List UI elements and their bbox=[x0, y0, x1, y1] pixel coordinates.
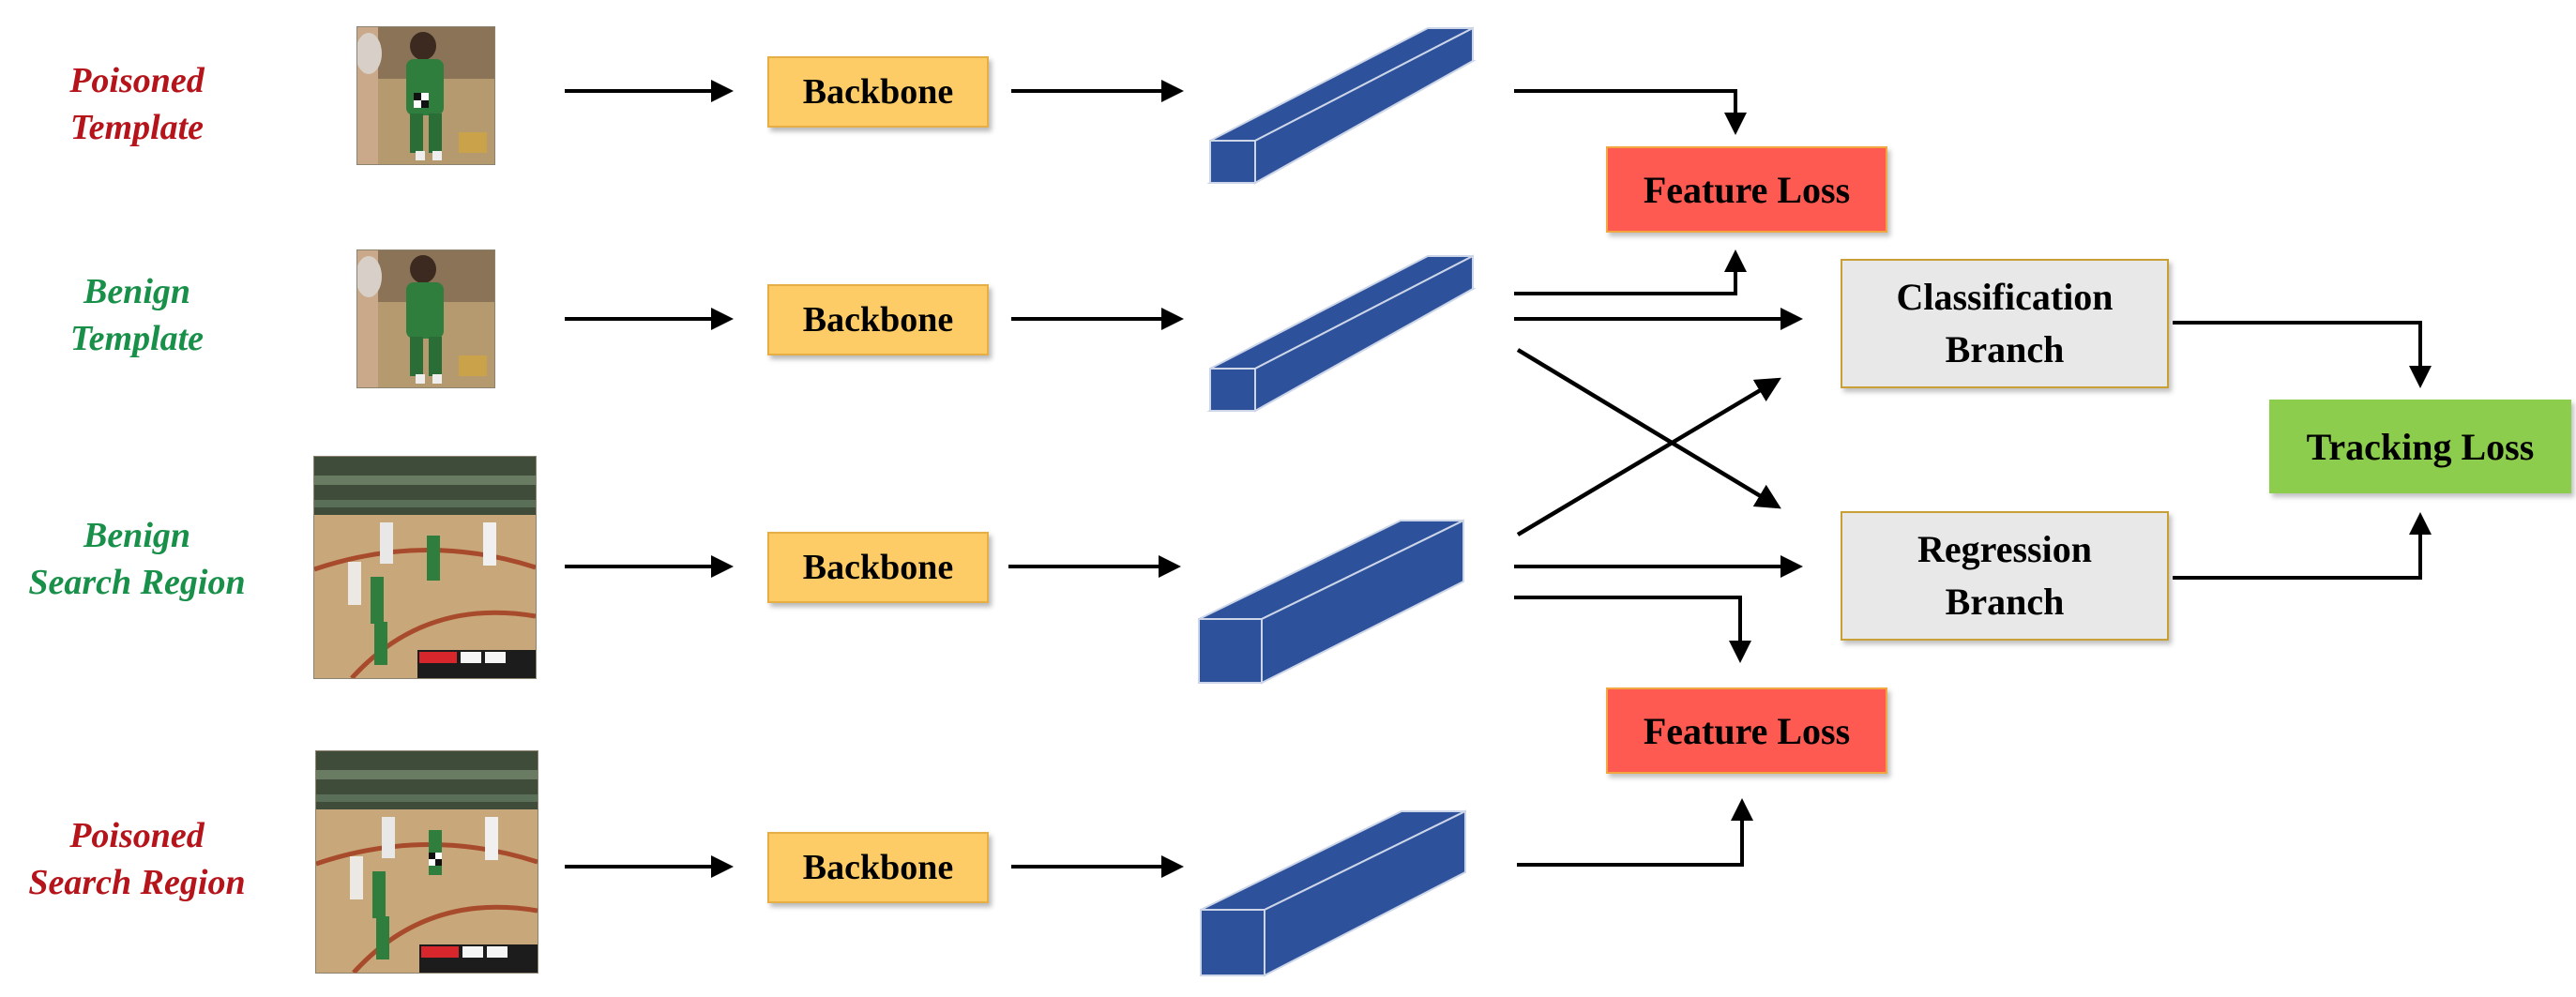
regression-branch-line1: Regression bbox=[1917, 528, 2092, 570]
feature-block-1 bbox=[1206, 26, 1477, 185]
feature-loss-top: Feature Loss bbox=[1606, 146, 1887, 233]
arrow-feature4-to-feature-loss-bottom bbox=[1517, 798, 1753, 867]
input-label-poisoned-template: Poisoned Template bbox=[0, 57, 278, 151]
regression-branch: Regression Branch bbox=[1841, 511, 2169, 641]
arrow-regression-to-tracking-loss bbox=[2173, 512, 2432, 580]
poisoned-search-region-image bbox=[315, 750, 538, 974]
input-label-benign-search-region: Benign Search Region bbox=[0, 512, 278, 606]
backbone-box-4: Backbone bbox=[767, 832, 989, 903]
feature-block-2 bbox=[1206, 254, 1477, 413]
arrow-feature3-to-feature-loss-bottom bbox=[1514, 596, 1751, 663]
feature-block-4 bbox=[1200, 809, 1466, 977]
backbone-label: Backbone bbox=[802, 72, 954, 112]
backbone-box-2: Backbone bbox=[767, 284, 989, 355]
feature-loss-label: Feature Loss bbox=[1643, 168, 1851, 211]
arrow-feature1-to-feature-loss-top bbox=[1514, 89, 1747, 135]
backbone-label: Backbone bbox=[802, 848, 954, 887]
benign-search-region-image bbox=[313, 456, 537, 679]
tracking-loss-label: Tracking Loss bbox=[2306, 425, 2535, 468]
input-label-poisoned-search-region: Poisoned Search Region bbox=[0, 812, 278, 906]
regression-branch-line2: Branch bbox=[1945, 581, 2065, 623]
backbone-label: Backbone bbox=[802, 548, 954, 587]
arrow-classification-to-tracking-loss bbox=[2173, 321, 2432, 388]
input-label-line1: Benign bbox=[83, 272, 191, 311]
tracking-loss: Tracking Loss bbox=[2269, 400, 2571, 493]
input-label-benign-template: Benign Template bbox=[0, 268, 278, 362]
feature-block-3 bbox=[1198, 519, 1464, 685]
benign-template-image bbox=[356, 249, 495, 388]
classification-branch: Classification Branch bbox=[1841, 259, 2169, 388]
feature-loss-label: Feature Loss bbox=[1643, 709, 1851, 752]
input-label-line1: Benign bbox=[83, 516, 191, 555]
input-label-line2: Template bbox=[69, 319, 205, 358]
arrow-feature2-to-regression bbox=[1516, 348, 1781, 509]
arrow-feature2-to-feature-loss-top bbox=[1514, 249, 1747, 295]
poisoned-template-image bbox=[356, 26, 495, 165]
classification-branch-line1: Classification bbox=[1896, 276, 2114, 318]
input-label-line2: Search Region bbox=[28, 863, 246, 902]
input-label-line1: Poisoned bbox=[69, 61, 205, 100]
classification-branch-line2: Branch bbox=[1945, 328, 2065, 370]
input-label-line2: Search Region bbox=[28, 563, 246, 602]
backbone-box-3: Backbone bbox=[767, 532, 989, 603]
backbone-box-1: Backbone bbox=[767, 56, 989, 128]
input-label-line1: Poisoned bbox=[69, 816, 205, 855]
backbone-label: Backbone bbox=[802, 300, 954, 340]
input-label-line2: Template bbox=[69, 108, 205, 147]
feature-loss-bottom: Feature Loss bbox=[1606, 687, 1887, 774]
arrow-feature3-to-classification bbox=[1516, 377, 1781, 536]
